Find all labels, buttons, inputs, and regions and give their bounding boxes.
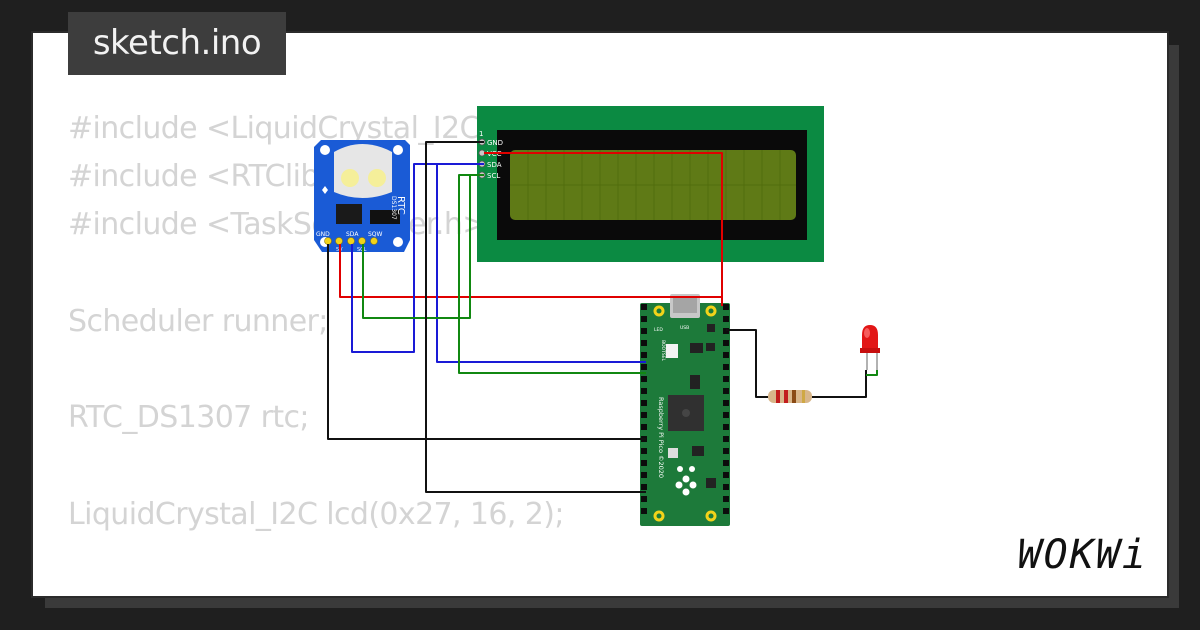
code-line: Scheduler runner; [68,303,328,339]
rtc-pin-scl-label: SCL [357,247,367,253]
wire-green-lcd [458,174,646,374]
pico-led-label: LED [654,327,663,333]
rtc-pin-sda-label: SDA [346,231,359,238]
code-line: int alarm [68,587,564,596]
rtc-pin-gnd-label: GND [316,231,330,238]
wire-black-led [812,370,867,398]
code-line: LiquidCrystal_I2C lcd(0x27, 16, 2); [68,496,564,532]
file-tab[interactable]: sketch.ino [68,12,286,75]
lcd-pin-gnd-label: GND [487,139,503,147]
rtc-module[interactable]: RTC DS1307 GND 5V SDA SCL SQW [314,140,410,253]
wire-black-rtc [327,244,646,440]
wire-red-rtc [339,244,723,306]
pico-board-label: Raspberry Pi Pico ©2020 [657,397,665,478]
lcd-display[interactable]: 1 GND VCC SDA SCL [477,106,824,262]
raspberry-logo-icon [675,466,697,496]
lcd-pin-scl-label: SCL [487,172,500,180]
wire-black-resistor [726,329,768,398]
wire-red-lcd [484,152,723,297]
lcd-pin1-label: 1 [479,130,483,138]
resistor[interactable] [756,390,820,403]
pico-usb-label: USB [680,325,689,331]
pico-board[interactable]: LED USB BOOTSEL Raspberry Pi Pico ©2020 [640,294,730,526]
wire-blue-lcd [436,163,646,363]
rtc-chip-label: DS1307 [390,196,397,220]
lcd-pin-sda-label: SDA [487,161,502,169]
rtc-title: RTC [395,196,406,215]
red-led[interactable] [860,325,880,370]
pico-bootsel-label: BOOTSEL [660,340,666,362]
wokwi-logo: WOKWi [1018,532,1148,578]
wire-black-lcd [425,141,646,493]
code-line: RTC_DS1307 rtc; [68,400,310,436]
wire-green-led [866,370,878,376]
wires [327,141,878,493]
rtc-pin-sqw-label: SQW [368,231,383,238]
